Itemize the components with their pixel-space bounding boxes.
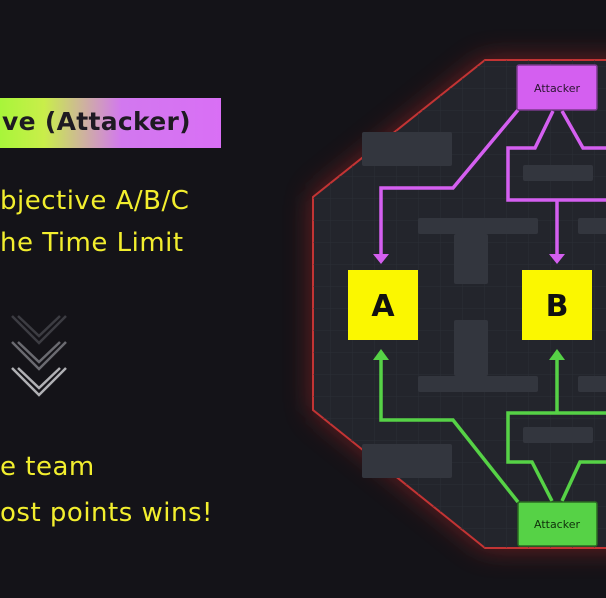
objective-b: B bbox=[522, 270, 592, 340]
map-walls bbox=[362, 132, 606, 478]
mode-banner: ve (Attacker) bbox=[0, 98, 221, 148]
svg-text:Attacker: Attacker bbox=[534, 518, 580, 531]
instruction-line-3: e team bbox=[0, 452, 95, 482]
arrow-up-icon bbox=[549, 349, 565, 360]
objective-a: A bbox=[348, 270, 418, 340]
attacker-spawn-bottom: Attacker bbox=[517, 501, 598, 547]
chevron-down-icon bbox=[11, 315, 67, 397]
attacker-spawn-top: Attacker bbox=[516, 64, 598, 111]
svg-text:B: B bbox=[546, 289, 569, 324]
svg-text:Attacker: Attacker bbox=[534, 82, 580, 95]
svg-text:A: A bbox=[371, 289, 395, 324]
attacker-routes-top bbox=[379, 108, 606, 255]
attacker-routes-bottom bbox=[379, 357, 606, 504]
instruction-line-1: bjective A/B/C bbox=[0, 186, 190, 216]
instruction-line-4: ost points wins! bbox=[0, 498, 213, 528]
mode-title: ve (Attacker) bbox=[2, 107, 191, 136]
arrow-down-icon bbox=[373, 254, 389, 264]
instruction-line-2: he Time Limit bbox=[0, 228, 184, 258]
arrow-down-icon bbox=[549, 254, 565, 264]
arrow-up-icon bbox=[373, 349, 389, 360]
